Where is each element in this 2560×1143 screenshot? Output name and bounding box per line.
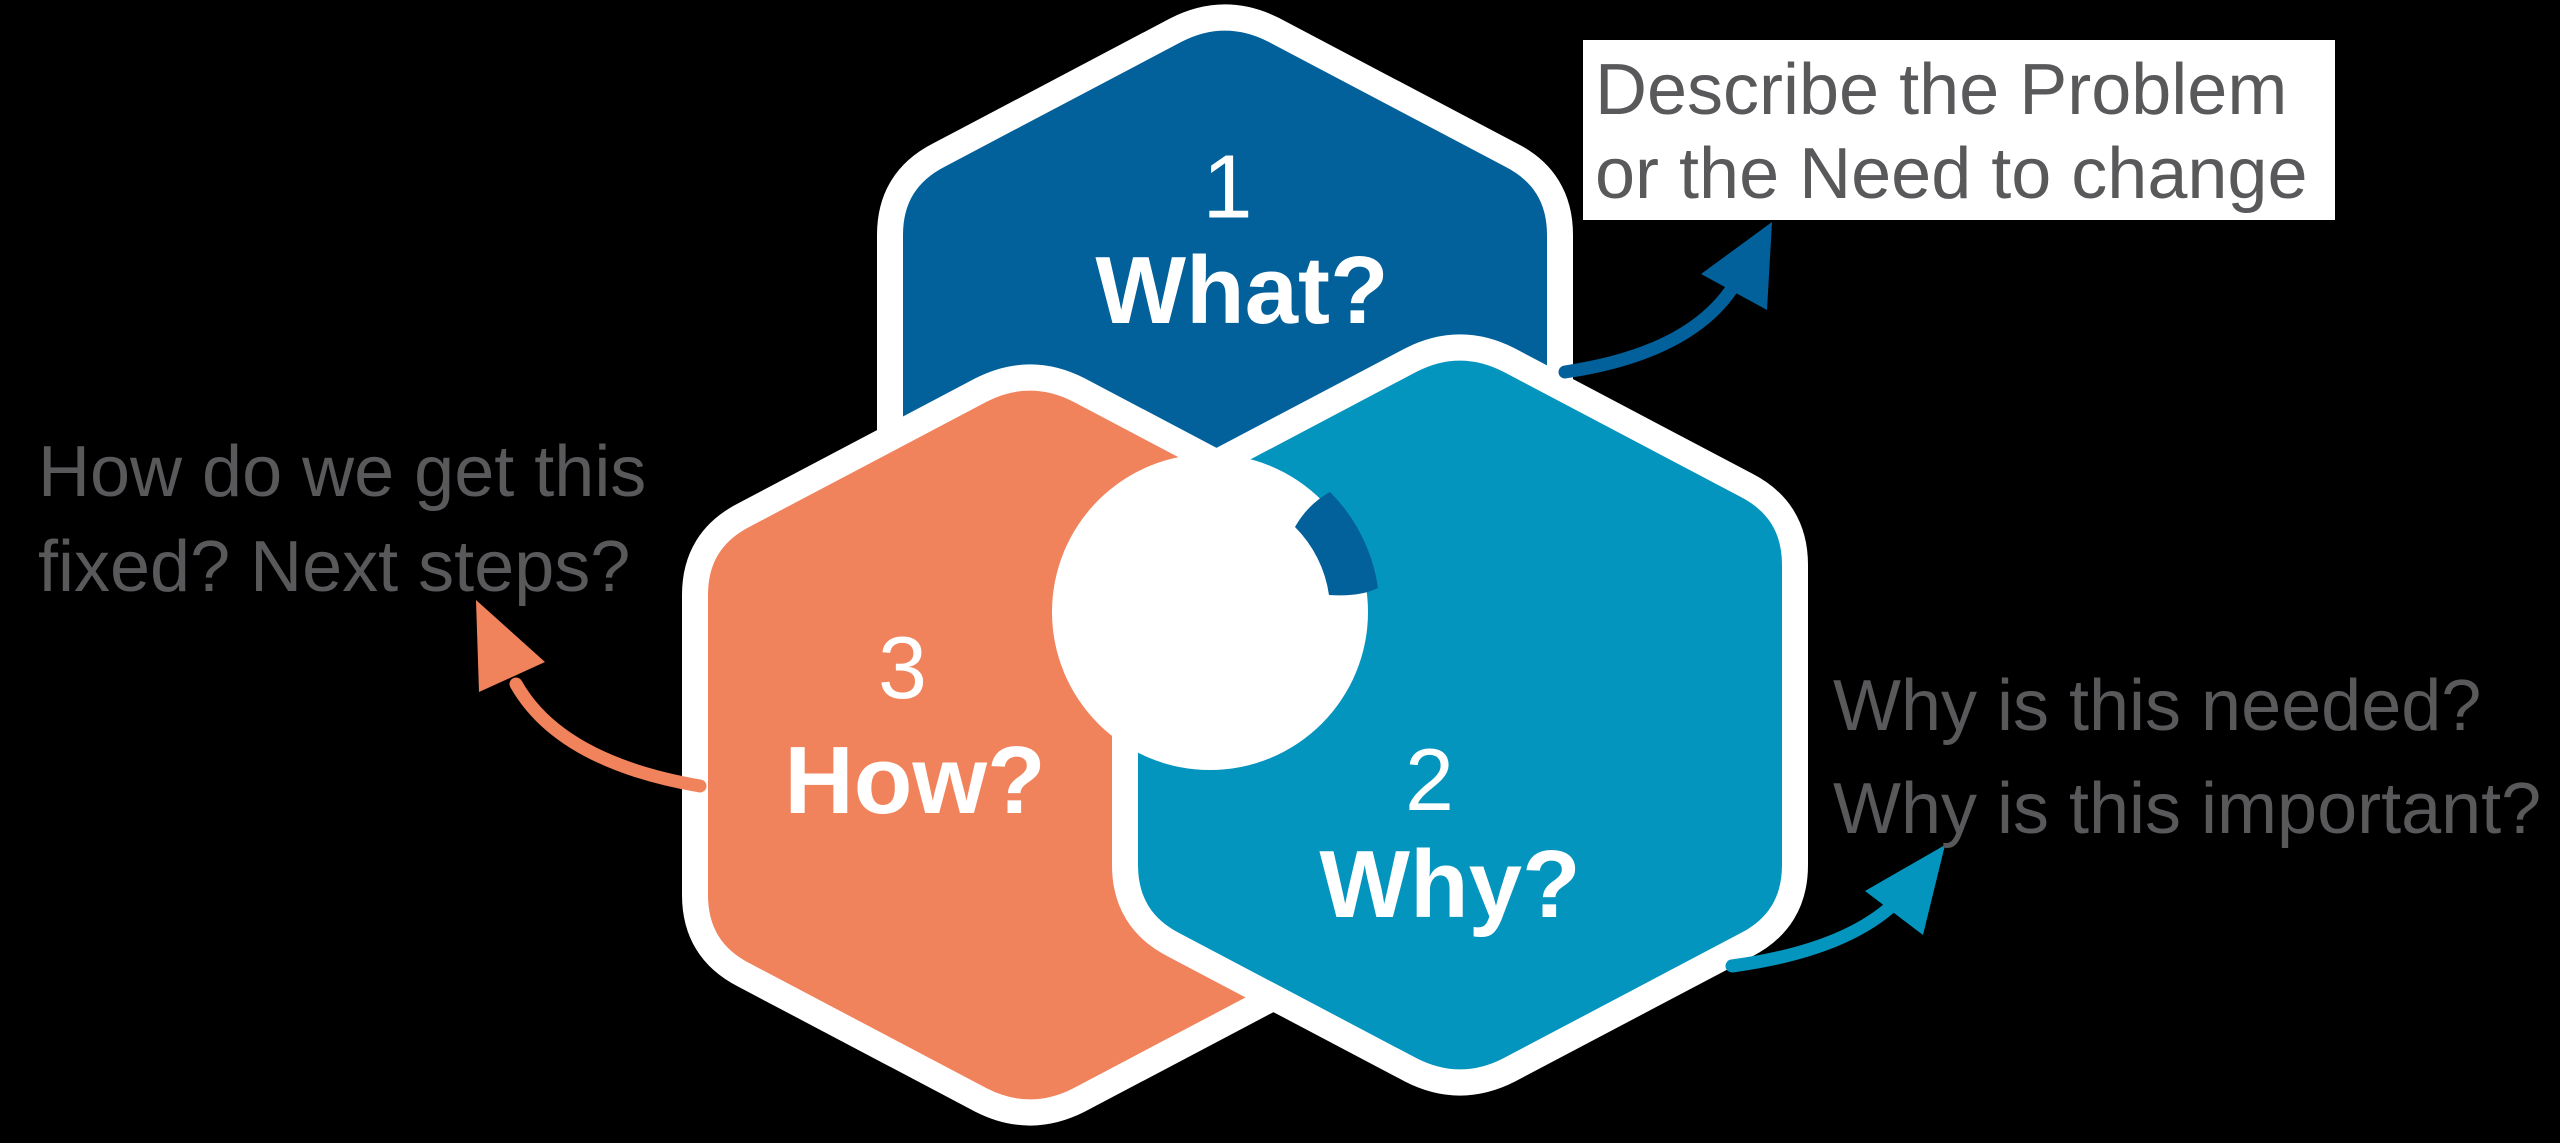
how-arrow-head: [476, 600, 545, 692]
what-arrow: [1558, 222, 1772, 379]
what-annotation-box: Describe the Problem or the Need to chan…: [1583, 40, 2335, 220]
why-annotation: Why is this needed? Why is this importan…: [1833, 655, 2541, 861]
why-arrow-head: [1865, 845, 1945, 935]
center-circle: [1052, 454, 1368, 770]
weave-wedge: [1295, 492, 1378, 596]
why-label: Why?: [1319, 831, 1581, 938]
how-annotation-line1: How do we get this: [38, 432, 647, 512]
what-arrow-curve: [1558, 268, 1747, 379]
what-annotation-line2: or the Need to change: [1595, 134, 2308, 214]
what-arrow-head: [1701, 222, 1772, 310]
why-annotation-line1: Why is this needed?: [1833, 666, 2482, 746]
how-arrow-curve: [509, 677, 707, 793]
how-number: 3: [878, 618, 928, 717]
what-annotation-line1: Describe the Problem: [1595, 50, 2288, 130]
what-label: What?: [1095, 237, 1389, 344]
how-annotation-line2: fixed? Next steps?: [38, 527, 631, 607]
why-arrow: [1725, 845, 1945, 973]
why-arrow-curve: [1725, 891, 1907, 973]
how-label: How?: [784, 727, 1046, 834]
what-number: 1: [1202, 137, 1254, 238]
why-number: 2: [1405, 730, 1455, 829]
how-annotation: How do we get this fixed? Next steps?: [38, 425, 646, 615]
how-arrow: [476, 600, 707, 793]
why-annotation-line2: Why is this important?: [1833, 769, 2542, 849]
